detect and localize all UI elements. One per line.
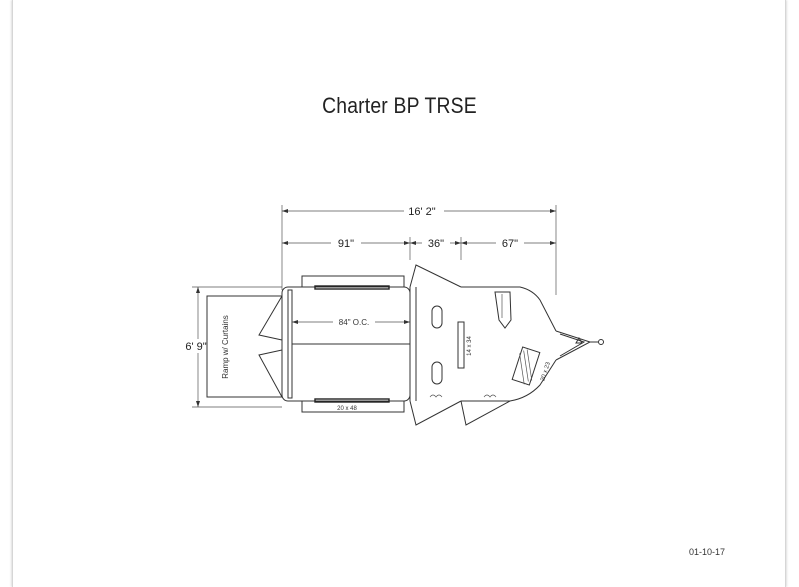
overall-length-label: 16' 2" bbox=[408, 206, 436, 218]
section-1-label: 91" bbox=[338, 238, 354, 250]
section-3-label: 67" bbox=[502, 238, 518, 250]
front-section: 20 x 23 bbox=[460, 286, 557, 426]
stall-center-label: 84" O.C. bbox=[339, 318, 369, 327]
plan-title: Charter BP TRSE bbox=[322, 93, 477, 118]
horse-stall-area: 84" O.C. 20 x 48 bbox=[281, 275, 411, 413]
page-sheet bbox=[12, 0, 786, 587]
ramp-label: Ramp w/ Curtains bbox=[221, 315, 230, 379]
width-dimension: 6' 9" bbox=[178, 286, 282, 408]
door-window-label: 14 x 34 bbox=[467, 335, 473, 355]
revision-date: 01-10-17 bbox=[689, 547, 726, 557]
section-2-label: 36" bbox=[428, 238, 444, 250]
rear-window-label: 20 x 48 bbox=[337, 406, 357, 412]
overall-length-dimension: 16' 2" bbox=[281, 204, 557, 295]
mid-section: 14 x 34 bbox=[409, 264, 473, 426]
ramp: Ramp w/ Curtains bbox=[206, 295, 283, 398]
section-dimensions: 91" 36" 67" bbox=[282, 236, 556, 260]
trailer-hitch bbox=[555, 330, 604, 361]
width-label: 6' 9" bbox=[185, 341, 206, 353]
front-window-label: 20 x 23 bbox=[540, 361, 552, 382]
